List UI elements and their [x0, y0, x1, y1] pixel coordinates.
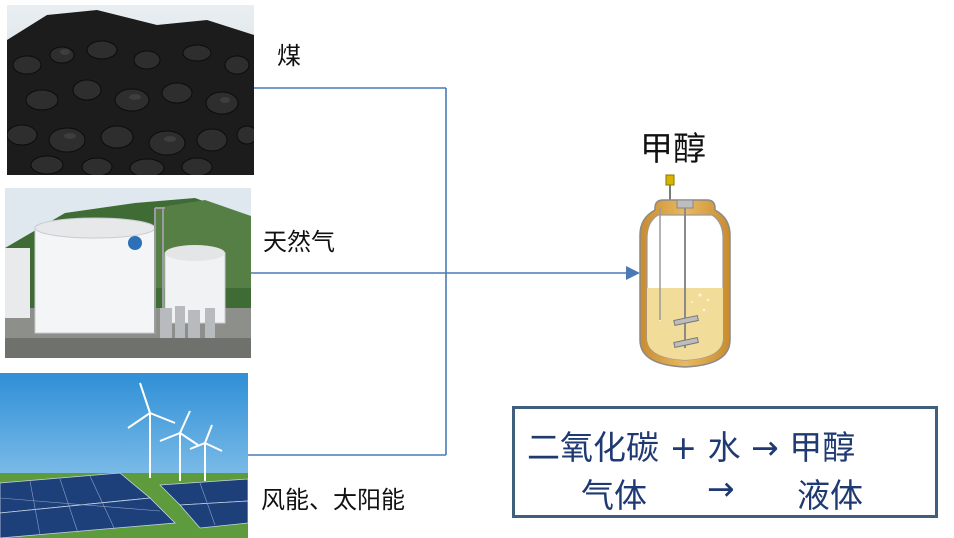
state-from-label: 气体: [581, 476, 647, 515]
state-to-label: 液体: [797, 476, 863, 515]
wind-turbines-solar-panels-photo: [0, 373, 248, 538]
gas-storage-tanks-photo: [5, 188, 251, 358]
reaction-equation-box: 二氧化碳 + 水 → 甲醇 气体 → 液体: [512, 406, 938, 518]
coal-pile-photo: [7, 5, 254, 175]
reactor-vessel-icon: [639, 174, 731, 368]
reaction-equation: 二氧化碳 + 水 → 甲醇: [527, 428, 856, 467]
state-arrow-icon: →: [707, 469, 735, 508]
arrow-head-icon: [626, 266, 640, 280]
product-title: 甲醇: [640, 129, 706, 168]
source-label-wind-solar: 风能、太阳能: [261, 486, 405, 514]
source-label-natural-gas: 天然气: [263, 228, 335, 256]
source-label-coal: 煤: [277, 42, 301, 70]
